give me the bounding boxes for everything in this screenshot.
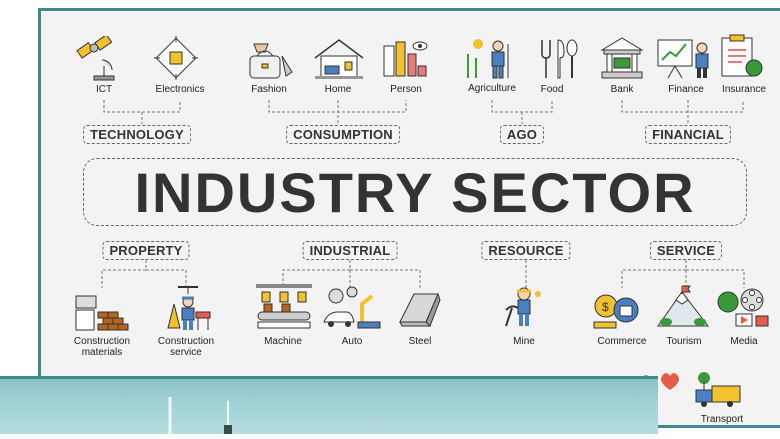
insurance-clipboard-icon [721, 34, 763, 77]
item-steel-label: Steel [408, 336, 432, 347]
handbag-icon [249, 43, 293, 79]
robot-arm-car-icon [323, 286, 381, 329]
page-title: INDUSTRY SECTOR [134, 161, 696, 224]
item-insurance-label: Insurance [722, 84, 766, 95]
item-transport-label: Transport [700, 414, 744, 425]
item-person-label: Person [390, 84, 422, 95]
cutlery-icon [541, 39, 578, 79]
item-machine-label: Machine [264, 336, 302, 347]
chip-icon [154, 36, 198, 80]
item-auto-label: Auto [341, 336, 363, 347]
cosmetics-icon [383, 41, 428, 77]
item-construction-service-label: Construction service [157, 336, 215, 358]
item-ict-label: ICT [95, 84, 113, 95]
item-commerce-label: Commerce [597, 336, 647, 347]
category-service: SERVICE [649, 241, 723, 260]
machine-icon [256, 284, 312, 329]
wind-turbine-photo [168, 397, 232, 434]
house-icon [314, 39, 364, 79]
mountain-tourism-icon [657, 285, 710, 327]
media-reel-icon [717, 288, 769, 327]
infographic-board [38, 8, 780, 428]
item-construction-materials-label: Construction materials [73, 336, 131, 358]
category-financial: FINANCIAL [645, 125, 731, 144]
steel-ingot-icon [399, 292, 441, 327]
svg-text:$: $ [602, 300, 609, 314]
item-home-label: Home [324, 84, 352, 95]
category-ago: AGO [499, 125, 545, 144]
item-tourism-label: Tourism [666, 336, 702, 347]
item-agriculture-label: Agriculture [468, 83, 516, 94]
bank-icon [600, 37, 644, 79]
category-property: PROPERTY [102, 241, 190, 260]
category-consumption: CONSUMPTION [286, 125, 400, 144]
miner-icon [505, 287, 541, 327]
item-finance-label: Finance [668, 84, 704, 95]
presentation-chart-icon [657, 39, 709, 79]
bricks-icon [75, 295, 129, 331]
category-resource: RESOURCE [481, 241, 571, 260]
category-technology: TECHNOLOGY [83, 125, 191, 144]
item-mine-label: Mine [513, 336, 535, 347]
item-food-label: Food [540, 84, 564, 95]
item-media-label: Media [730, 336, 758, 347]
satellite-icon [76, 36, 115, 81]
truck-icon [695, 372, 741, 407]
commerce-icon: $ [593, 294, 639, 329]
overlay-photo [0, 376, 658, 434]
farmer-icon [467, 39, 509, 79]
category-industrial: INDUSTRIAL [302, 241, 398, 260]
item-electronics-label: Electronics [155, 84, 205, 95]
title-frame: INDUSTRY SECTOR [83, 158, 747, 226]
construction-worker-icon [167, 286, 211, 330]
item-bank-label: Bank [610, 84, 634, 95]
item-fashion-label: Fashion [251, 84, 287, 95]
